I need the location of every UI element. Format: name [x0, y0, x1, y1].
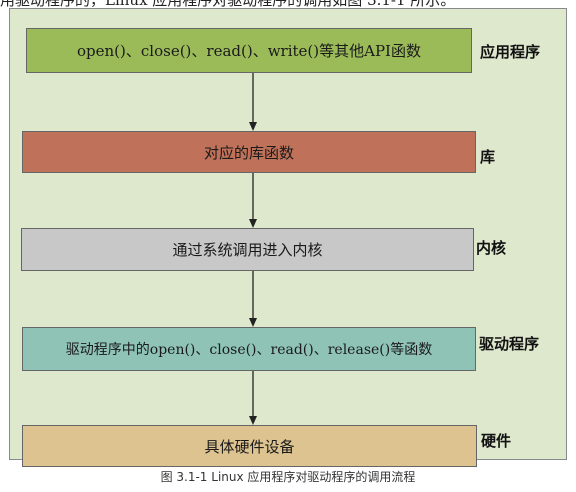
- arrow-driver-to-hardware: [249, 371, 257, 425]
- intro-text: 用驱动程序的，Linux 应用程序对驱动程序的调用如图 3.1-1 所示。: [0, 0, 456, 9]
- figure-caption: 图 3.1-1 Linux 应用程序对驱动程序的调用流程: [160, 470, 416, 484]
- library-functions-box: 对应的库函数: [22, 131, 476, 173]
- kernel-layer-label: 内核: [476, 239, 507, 257]
- application-layer-label: 应用程序: [480, 43, 541, 61]
- arrow-lib-to-kernel: [249, 173, 257, 228]
- arrow-app-to-lib: [249, 73, 257, 131]
- diagram-frame: open()、close()、read()、write()等其他API函数 应用…: [9, 8, 567, 467]
- library-layer-label: 库: [480, 148, 496, 166]
- driver-layer-label: 驱动程序: [479, 335, 540, 353]
- arrow-kernel-to-driver: [249, 271, 257, 327]
- hardware-layer-label: 硬件: [481, 432, 512, 450]
- driver-functions-box: 驱动程序中的open()、close()、read()、release()等函数: [22, 327, 476, 371]
- hardware-device-box: 具体硬件设备: [22, 425, 477, 467]
- syscall-box: 通过系统调用进入内核: [21, 228, 474, 271]
- application-api-box: open()、close()、read()、write()等其他API函数: [26, 28, 472, 73]
